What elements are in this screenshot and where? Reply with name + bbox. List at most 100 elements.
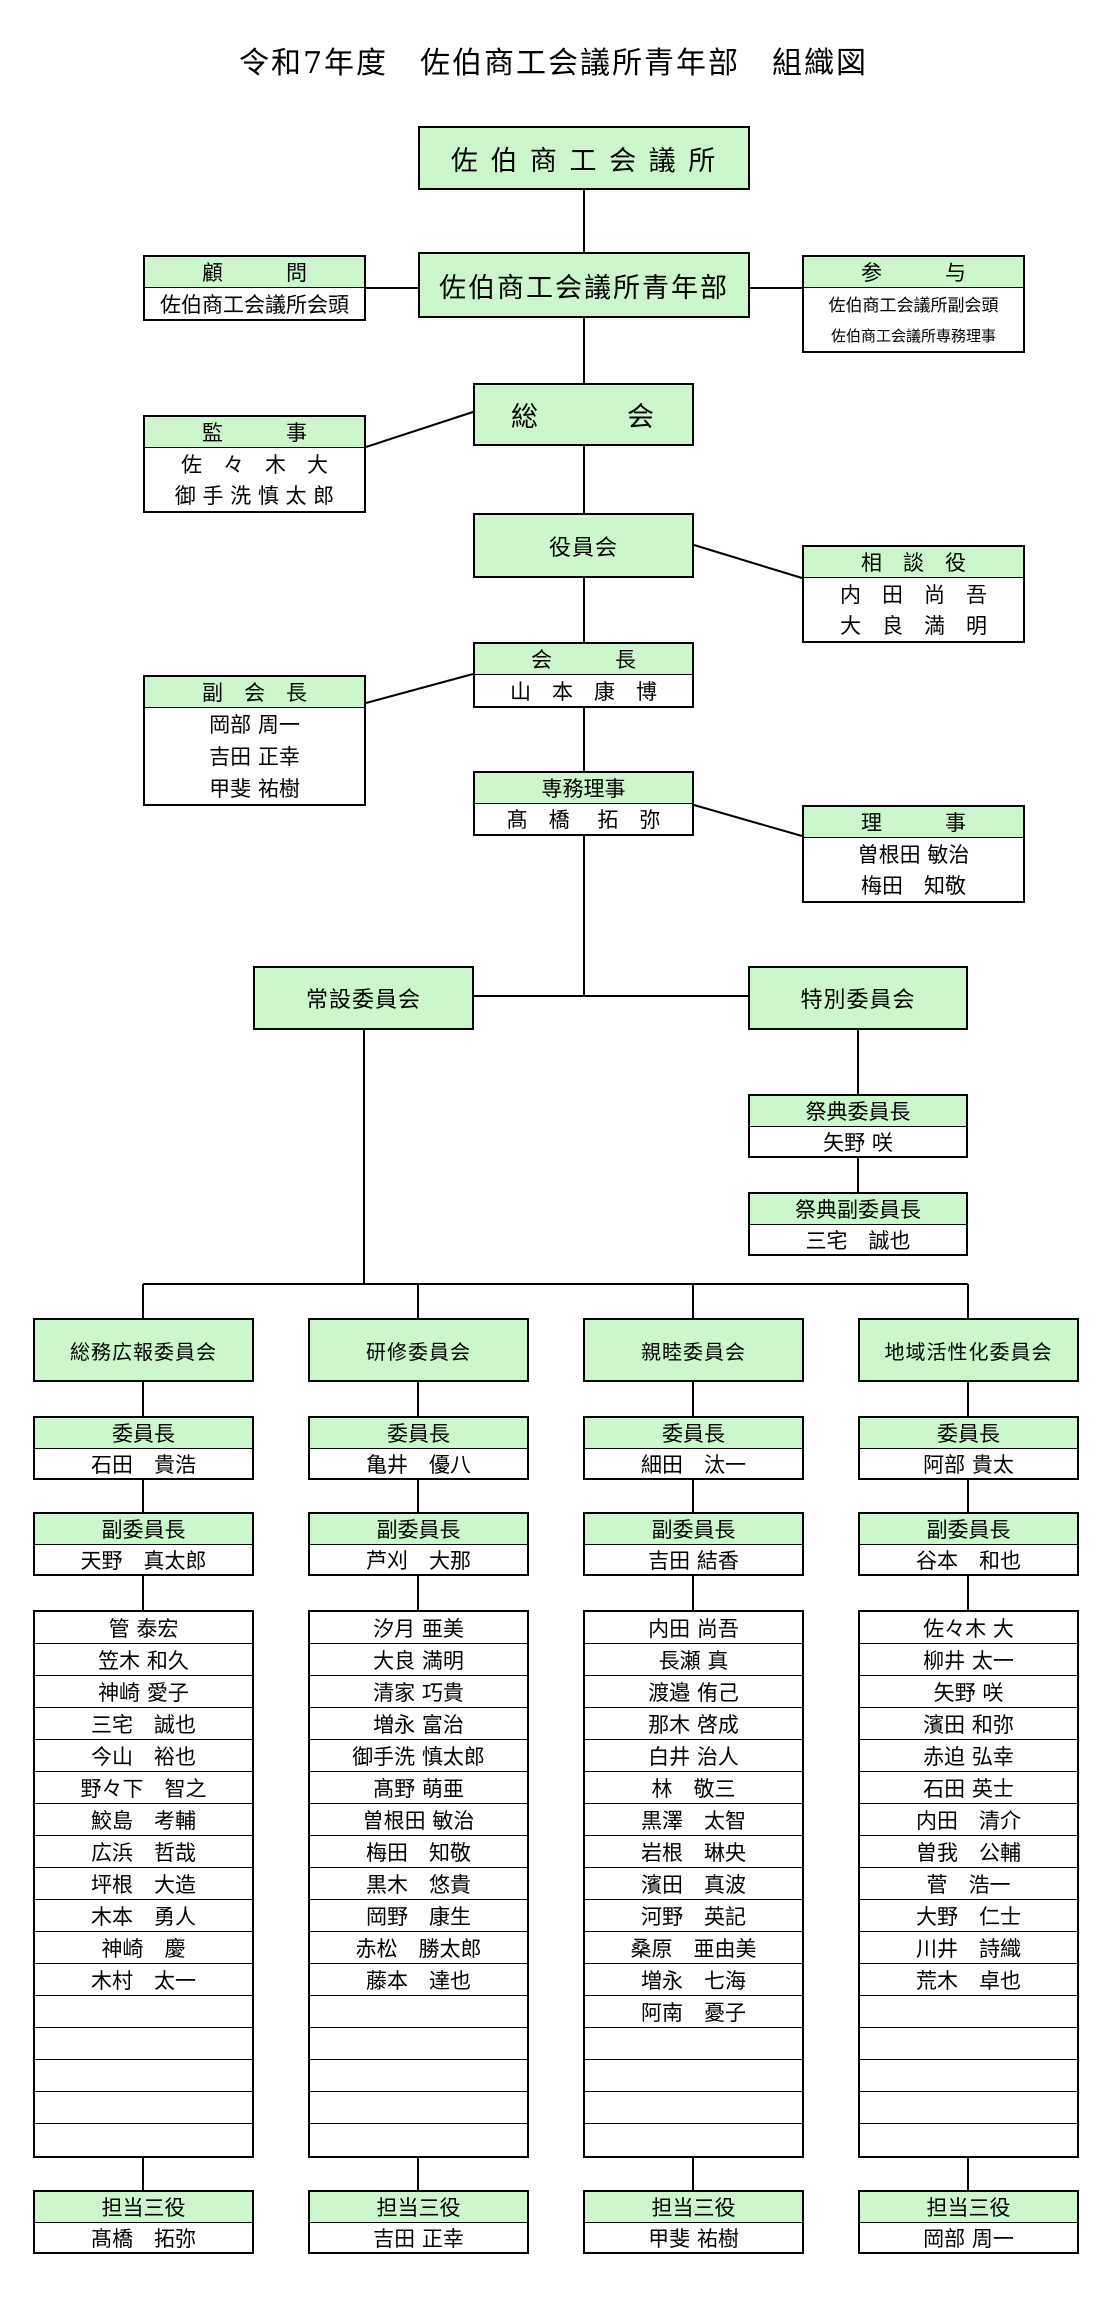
committee-member: 赤松 勝太郎 (310, 1932, 527, 1964)
committee-vice-chair: 副委員長吉田 結香 (583, 1512, 804, 1576)
committee-member (35, 1996, 252, 2028)
auditor-name: 佐 々 木 大 (181, 452, 328, 477)
committee-officer-title: 担当三役 (35, 2192, 252, 2223)
org-node-president: 会 長 山 本 康 博 (473, 642, 694, 708)
committee-member: 笠木 和久 (35, 1644, 252, 1676)
directors-name: 梅田 知敬 (861, 874, 966, 898)
committee-member: 桑原 亜由美 (585, 1932, 802, 1964)
committee-member: 坪根 大造 (35, 1868, 252, 1900)
org-node-standing-committee: 常設委員会 (253, 966, 474, 1030)
committee-vice-chair: 副委員長芦刈 大那 (308, 1512, 529, 1576)
committee-member: 鮫島 考輔 (35, 1804, 252, 1836)
vice-president-name: 岡部 周一 (209, 713, 300, 737)
committee-officer-title: 担当三役 (860, 2192, 1077, 2223)
executive-director-title: 専務理事 (475, 773, 692, 804)
committee-member: 三宅 誠也 (35, 1708, 252, 1740)
committee-member: 木村 太一 (35, 1964, 252, 1996)
committee-vice-chair-name: 谷本 和也 (916, 1548, 1021, 1573)
committee-vice-chair-title: 副委員長 (35, 1514, 252, 1545)
committee-member (585, 2092, 802, 2124)
committee-member: 汐月 亜美 (310, 1612, 527, 1644)
committee-officer-name: 岡部 周一 (923, 2226, 1014, 2251)
committee-member: 林 敬三 (585, 1772, 802, 1804)
counselor-name: 大 良 満 明 (840, 614, 987, 638)
committee-officer-title: 担当三役 (585, 2192, 802, 2223)
committee-member (860, 2092, 1077, 2124)
sanyo-line: 佐伯商工会議所専務理事 (830, 326, 996, 345)
festival-vice-chair-title: 祭典副委員長 (750, 1194, 966, 1225)
org-node-ybb: 佐伯商工会議所青年部 (418, 252, 750, 318)
org-node-festival-chair: 祭典委員長 矢野 咲 (748, 1094, 968, 1158)
committee-member (310, 2060, 527, 2092)
committee-chair-title: 委員長 (860, 1418, 1077, 1449)
committee-member: 神崎 慶 (35, 1932, 252, 1964)
vice-president-title: 副 会 長 (145, 677, 364, 708)
committee-officer: 担当三役吉田 正幸 (308, 2190, 529, 2254)
committee-member: 神崎 愛子 (35, 1676, 252, 1708)
committee-chair-name: 石田 貴浩 (91, 1452, 196, 1477)
committee-officer-name: 甲斐 祐樹 (648, 2226, 739, 2251)
executive-director-name: 髙 橋 拓 弥 (506, 808, 661, 832)
committee-member (585, 2060, 802, 2092)
committee-member: 髙野 萌亜 (310, 1772, 527, 1804)
committee-name: 親睦委員会 (583, 1318, 804, 1382)
committee-officer-title: 担当三役 (310, 2192, 527, 2223)
committee-member: 藤本 達也 (310, 1964, 527, 1996)
committee-member: 大野 仁士 (860, 1900, 1077, 1932)
committee-member: 曽根田 敏治 (310, 1804, 527, 1836)
committee-member (310, 1996, 527, 2028)
committee-member: 矢野 咲 (860, 1676, 1077, 1708)
counselor-name: 内 田 尚 吾 (840, 582, 987, 607)
committee-member (860, 2124, 1077, 2156)
org-node-directors: 理 事 曽根田 敏治 梅田 知敬 (802, 805, 1025, 903)
committee-member: 濱田 和弥 (860, 1708, 1077, 1740)
committee-officer: 担当三役甲斐 祐樹 (583, 2190, 804, 2254)
committee-member: 増永 富治 (310, 1708, 527, 1740)
auditor-name: 御 手 洗 慎 太 郎 (174, 484, 335, 508)
committee-vice-chair: 副委員長谷本 和也 (858, 1512, 1079, 1576)
committee-member (310, 2028, 527, 2060)
committee-member-list: 佐々木 大柳井 太一矢野 咲濱田 和弥赤迫 弘幸石田 英士内田 清介曽我 公輔菅… (858, 1610, 1079, 2158)
committee-member (310, 2124, 527, 2156)
committee-member: 大良 満明 (310, 1644, 527, 1676)
committee-member: 内田 清介 (860, 1804, 1077, 1836)
committee-member: 白井 治人 (585, 1740, 802, 1772)
committee-member: 今山 裕也 (35, 1740, 252, 1772)
committee-vice-chair-title: 副委員長 (585, 1514, 802, 1545)
page-title: 令和7年度 佐伯商工会議所青年部 組織図 (238, 46, 869, 81)
committee-chair: 委員長亀井 優八 (308, 1416, 529, 1480)
committee-member: 佐々木 大 (860, 1612, 1077, 1644)
org-node-board: 役員会 (473, 513, 694, 578)
committee-name: 地域活性化委員会 (858, 1318, 1079, 1382)
committee-member (860, 1996, 1077, 2028)
committee-member (860, 2060, 1077, 2092)
committee-officer: 担当三役髙橋 拓弥 (33, 2190, 254, 2254)
committee-vice-chair-name: 吉田 結香 (648, 1548, 739, 1573)
committee-member (35, 2028, 252, 2060)
org-node-vice-president: 副 会 長 岡部 周一 吉田 正幸 甲斐 祐樹 (143, 675, 366, 806)
festival-vice-chair-name: 三宅 誠也 (805, 1228, 911, 1253)
sanyo-title: 参 与 (804, 257, 1023, 288)
committee-member: 渡邉 侑己 (585, 1676, 802, 1708)
committee-vice-chair-title: 副委員長 (310, 1514, 527, 1545)
committee-member: 増永 七海 (585, 1964, 802, 1996)
committee-member: 長瀬 真 (585, 1644, 802, 1676)
committee-member: 河野 英記 (585, 1900, 802, 1932)
committee-chair-title: 委員長 (310, 1418, 527, 1449)
committee-member (35, 2092, 252, 2124)
committee-member: 管 泰宏 (35, 1612, 252, 1644)
directors-title: 理 事 (804, 807, 1023, 838)
org-node-adviser: 顧 問 佐伯商工会議所会頭 (143, 255, 366, 321)
org-node-festival-vice-chair: 祭典副委員長 三宅 誠也 (748, 1192, 968, 1256)
committee-name: 研修委員会 (308, 1318, 529, 1382)
committee-member: 木本 勇人 (35, 1900, 252, 1932)
org-node-auditor: 監 事 佐 々 木 大 御 手 洗 慎 太 郎 (143, 415, 366, 513)
committee-member: 野々下 智之 (35, 1772, 252, 1804)
org-node-sanyo: 参 与 佐伯商工会議所副会頭 佐伯商工会議所専務理事 (802, 255, 1025, 353)
committee-member: 御手洗 慎太郎 (310, 1740, 527, 1772)
counselor-title: 相 談 役 (804, 547, 1023, 578)
committee-officer-name: 髙橋 拓弥 (91, 2226, 196, 2251)
committee-member: 岩根 琳央 (585, 1836, 802, 1868)
committee-chair: 委員長細田 汰一 (583, 1416, 804, 1480)
org-node-counselor: 相 談 役 内 田 尚 吾 大 良 満 明 (802, 545, 1025, 643)
